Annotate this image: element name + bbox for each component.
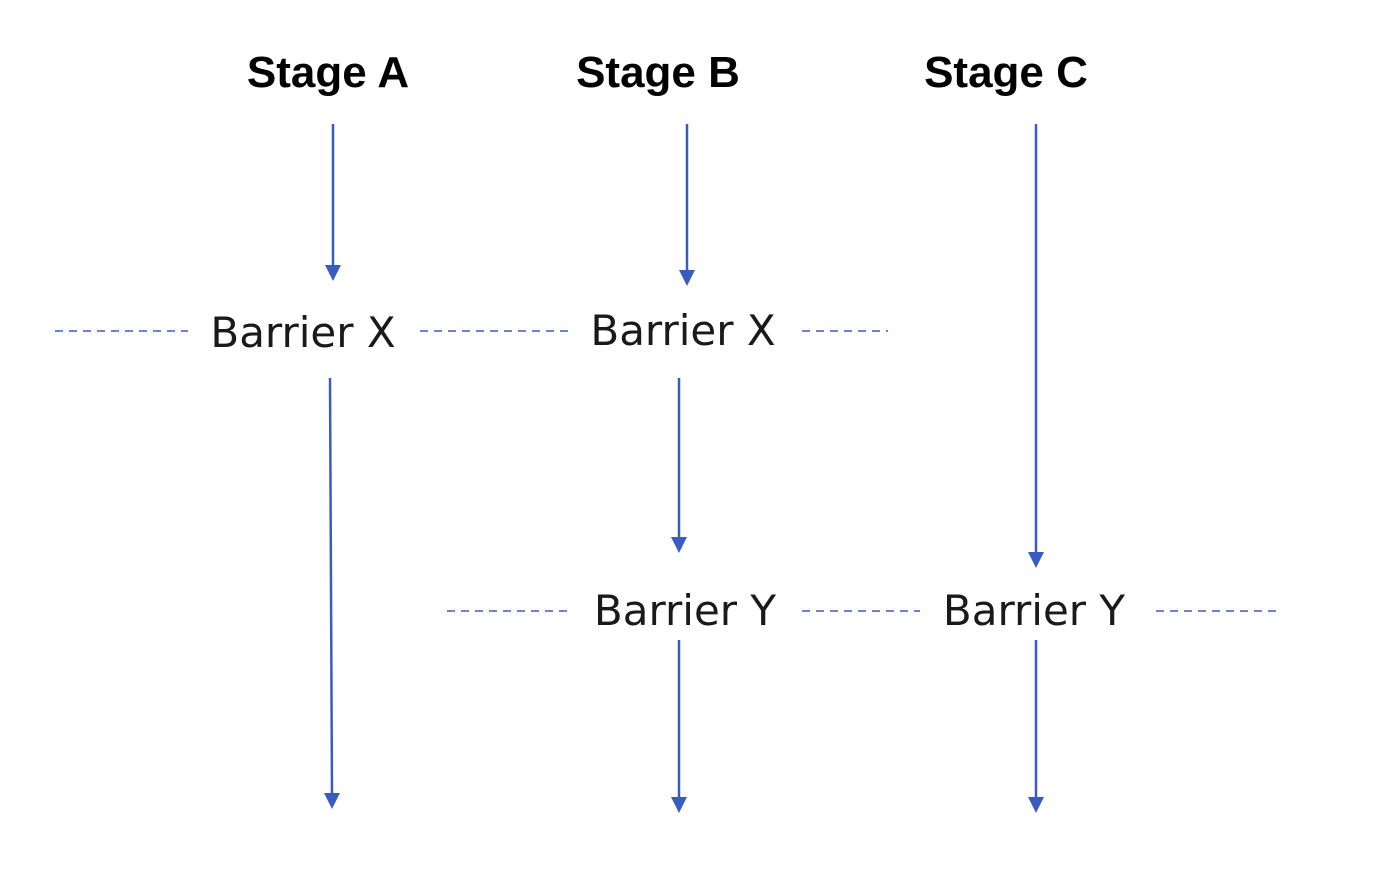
- stage-b-arrow-to-end: [671, 640, 687, 813]
- stage-c-arrow-to-end: [1028, 640, 1044, 813]
- barrier-x-label-stage-b: Barrier X: [590, 306, 775, 355]
- arrow-head: [1028, 797, 1044, 813]
- arrow-head: [671, 537, 687, 553]
- barrier-y-label-stage-c: Barrier Y: [943, 586, 1125, 635]
- stage-b-arrow-to-barrier-x: [679, 124, 695, 286]
- stage-a-arrow-to-end: [324, 377, 340, 809]
- arrow-head: [679, 270, 695, 286]
- stage-c-title: Stage C: [924, 48, 1088, 97]
- barrier-x-label-stage-a: Barrier X: [210, 308, 395, 357]
- stage-a-arrow-to-barrier-x: [325, 124, 341, 281]
- arrow-head: [1028, 552, 1044, 568]
- stage-b-title: Stage B: [576, 48, 740, 97]
- arrow-head: [324, 793, 340, 809]
- arrow-head: [671, 797, 687, 813]
- stage-a-title: Stage A: [247, 48, 409, 97]
- barrier-y-label-stage-b: Barrier Y: [594, 586, 776, 635]
- stage-c-arrow-to-barrier-y: [1028, 124, 1044, 568]
- stage-b-arrow-to-barrier-y: [671, 378, 687, 553]
- arrow-head: [325, 265, 341, 281]
